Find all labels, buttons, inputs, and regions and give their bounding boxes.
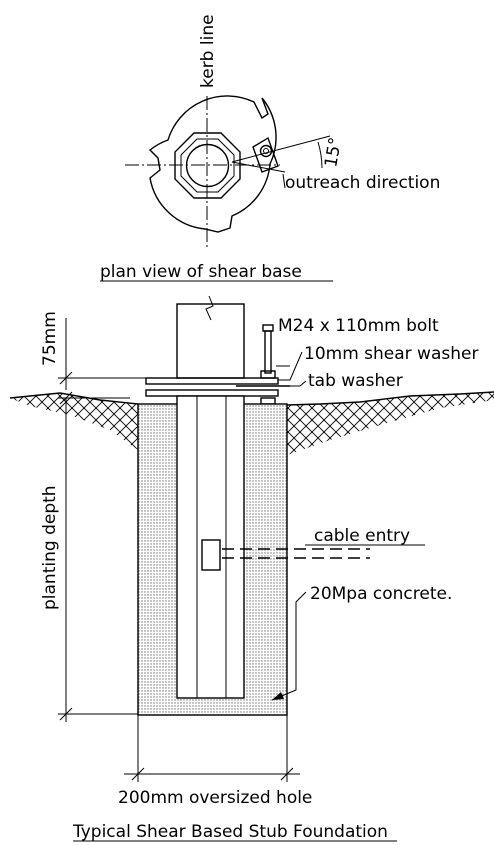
tab-washer-leader — [290, 380, 307, 387]
shear-base-plate-bottom — [145, 389, 279, 397]
ground-line-left — [9, 392, 139, 405]
section-view: M24 x 110mm bolt 10mm shear washer tab w… — [9, 295, 494, 808]
kerb-line-label: kerb line — [198, 14, 218, 88]
cable-entry-label: cable entry — [314, 526, 410, 546]
plan-view: kerb line 15° outreach direction plan vi… — [100, 14, 440, 282]
earth-left — [10, 393, 138, 450]
planting-depth-label: planting depth — [40, 485, 60, 610]
drawing-title: Typical Shear Based Stub Foundation — [72, 822, 388, 842]
shear-washer-leader-2 — [278, 351, 303, 381]
bolt-shank — [264, 330, 272, 374]
earth-right — [287, 392, 494, 455]
octagon-pole — [174, 132, 241, 199]
concrete-leader — [271, 591, 307, 701]
bolt-label: M24 x 110mm bolt — [278, 316, 439, 336]
hole-label: 200mm oversized hole — [118, 788, 312, 808]
tab-washer-label: tab washer — [308, 371, 403, 391]
angle-ray — [231, 135, 331, 163]
stub-post — [176, 395, 245, 699]
outreach-line — [231, 161, 286, 173]
pole — [176, 303, 245, 379]
nut-bottom-1 — [260, 397, 276, 405]
bolt-head — [262, 324, 274, 332]
dim-hole-tick-right — [280, 767, 294, 781]
concrete-label: 20Mpa concrete. — [310, 584, 452, 604]
octagon-inner — [180, 138, 235, 193]
angle-arc — [317, 141, 323, 169]
dim-depth-tick-bottom — [59, 707, 73, 721]
outreach-direction-label: outreach direction — [285, 173, 440, 193]
plan-view-title: plan view of shear base — [100, 262, 302, 282]
bolt-shank-plan — [263, 148, 269, 154]
dim-hole-tick-left — [131, 767, 145, 781]
dim-75-label: 75mm — [40, 311, 60, 366]
shear-washer-label: 10mm shear washer — [304, 344, 478, 364]
bolt-tab — [252, 136, 279, 173]
base-plate-outline — [148, 95, 277, 233]
bolt-head-plan — [259, 144, 273, 158]
outreach-arrow-shaft — [282, 173, 286, 189]
nut-top — [260, 370, 276, 379]
shear-base-plate-top — [145, 377, 279, 385]
cable-pit — [201, 539, 221, 571]
dim-75-tick-top — [59, 371, 73, 385]
concrete-leader-arrow — [272, 692, 284, 700]
angle-label: 15° — [321, 136, 346, 169]
pole-break-mark — [205, 295, 214, 321]
ground-line-right — [286, 391, 494, 406]
